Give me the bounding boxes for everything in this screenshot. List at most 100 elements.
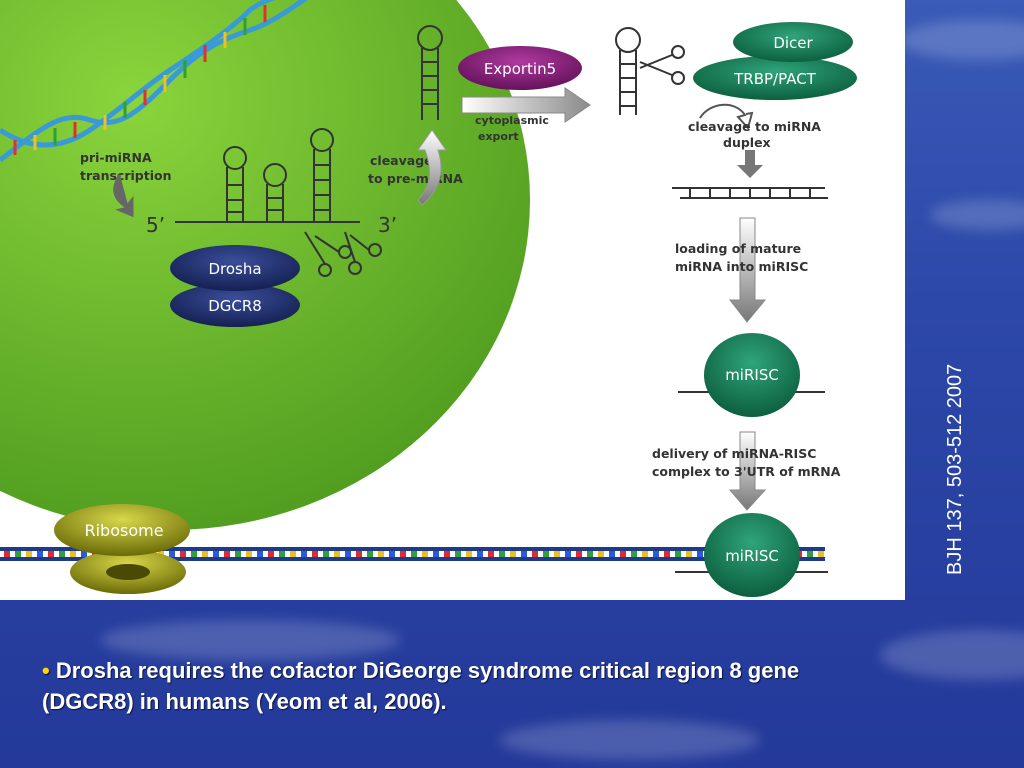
mrna-base — [598, 551, 604, 557]
cytoplasmic-pre-mirna — [615, 27, 641, 115]
down-arrow-icon-2 — [728, 217, 767, 323]
svg-text:DGCR8: DGCR8 — [208, 297, 262, 315]
mrna-base — [499, 551, 505, 557]
svg-text:Drosha: Drosha — [208, 260, 261, 278]
mrna-base — [675, 551, 681, 557]
ribosome-large-subunit — [54, 504, 190, 556]
dicer-protein — [733, 22, 853, 62]
mrna-base — [213, 551, 219, 557]
mrna-base — [180, 551, 186, 557]
svg-text:TRBP/PACT: TRBP/PACT — [733, 70, 817, 88]
mrna-base — [521, 551, 527, 557]
loading-label-line1: loading of mature — [675, 241, 801, 256]
mrna-base — [15, 551, 21, 557]
mrna-base — [290, 551, 296, 557]
mrna-base — [389, 551, 395, 557]
caption-bullet: • — [42, 658, 50, 683]
mrna-base — [488, 551, 494, 557]
svg-text:complex to 3'UTR of mRNA: complex to 3'UTR of mRNA — [652, 464, 841, 479]
cyto-export-label-line2: export — [478, 130, 519, 143]
mrna-base — [257, 551, 263, 557]
svg-text:cytoplasmic: cytoplasmic — [475, 114, 549, 127]
mrna-base — [653, 551, 659, 557]
caption-text: Drosha requires the cofactor DiGeorge sy… — [42, 658, 800, 714]
mrna-base — [532, 551, 538, 557]
scissors-icon — [304, 231, 382, 277]
mrna-base — [48, 551, 54, 557]
mrna-base — [4, 551, 10, 557]
mrna-base — [59, 551, 65, 557]
exportin5-label: Exportin5 — [484, 60, 556, 78]
mrna-base — [807, 551, 813, 557]
up-arrow-icon — [417, 129, 447, 206]
mrna-base — [466, 551, 472, 557]
mrna-base — [433, 551, 439, 557]
dicer-scissors-icon — [639, 45, 685, 85]
mrna-base — [411, 551, 417, 557]
mrna-base — [345, 551, 351, 557]
svg-text:Dicer: Dicer — [773, 34, 813, 52]
cyto-export-label-line1: cytoplasmic — [475, 114, 549, 127]
svg-text:cleavage: cleavage — [370, 153, 433, 168]
cleavage-duplex-label-line1: cleavage to miRNA — [688, 119, 821, 134]
svg-text:transcription: transcription — [80, 168, 171, 183]
svg-text:cleavage to miRNA: cleavage to miRNA — [688, 119, 821, 134]
mrna-base — [818, 551, 824, 557]
mrna-base — [169, 551, 175, 557]
mrna-base — [81, 551, 87, 557]
mirna-pathway-figure: pri-miRNA transcription 5’ 3’ DGCR8 Dros… — [0, 0, 857, 597]
mrna-base — [400, 551, 406, 557]
pri-mirna-hairpins — [175, 128, 360, 223]
mrna-base — [367, 551, 373, 557]
svg-text:Ribosome: Ribosome — [84, 521, 163, 540]
mrna-base — [543, 551, 549, 557]
mrna-base — [191, 551, 197, 557]
mrna-base — [554, 551, 560, 557]
mrna-base — [301, 551, 307, 557]
mirisc-top-label: miRISC — [725, 366, 779, 384]
exportin5-protein — [458, 46, 582, 90]
mrna-base — [279, 551, 285, 557]
mrna-base — [70, 551, 76, 557]
svg-text:miRISC: miRISC — [725, 547, 779, 565]
svg-text:loading of mature: loading of mature — [675, 241, 801, 256]
three-prime-label: 3’ — [378, 213, 397, 237]
drosha-protein — [170, 245, 300, 291]
mrna-base — [642, 551, 648, 557]
mrna-base — [26, 551, 32, 557]
ribosome-small-hole — [106, 564, 150, 580]
pri-mirna-label-line1: pri-miRNA — [80, 150, 152, 165]
curved-arrow-icon — [113, 174, 134, 218]
mrna-base — [235, 551, 241, 557]
mrna-base — [697, 551, 703, 557]
svg-text:miRNA into miRISC: miRNA into miRISC — [675, 259, 808, 274]
pri-mirna-label-line2: transcription — [80, 168, 171, 183]
mrna-base — [378, 551, 384, 557]
mrna-base — [620, 551, 626, 557]
mrna-strand — [0, 547, 825, 561]
pre-mirna-hairpin — [417, 25, 443, 120]
mrna-base — [609, 551, 615, 557]
mrna-base — [323, 551, 329, 557]
mrna-base — [477, 551, 483, 557]
delivery-label-line2: complex to 3'UTR of mRNA — [652, 464, 841, 479]
delivery-label-line1: delivery of miRNA-RISC — [652, 446, 816, 461]
ribosome-label: Ribosome — [84, 521, 163, 540]
down-arrow-icon-3 — [728, 431, 767, 511]
mrna-base — [356, 551, 362, 557]
mrna-base — [631, 551, 637, 557]
cleavage-duplex-label-line2: duplex — [723, 135, 771, 150]
mrna-base — [587, 551, 593, 557]
mrna-base — [202, 551, 208, 557]
svg-text:delivery of miRNA-RISC: delivery of miRNA-RISC — [652, 446, 816, 461]
svg-text:5’: 5’ — [146, 213, 165, 237]
export-arrow-icon — [461, 87, 591, 123]
mrna-base — [686, 551, 692, 557]
mrna-base — [312, 551, 318, 557]
svg-text:duplex: duplex — [723, 135, 771, 150]
svg-text:pri-miRNA: pri-miRNA — [80, 150, 152, 165]
mrna-base — [510, 551, 516, 557]
mrna-base — [246, 551, 252, 557]
curved-arrow-icon-2 — [699, 103, 754, 131]
mirna-duplex — [672, 187, 828, 199]
